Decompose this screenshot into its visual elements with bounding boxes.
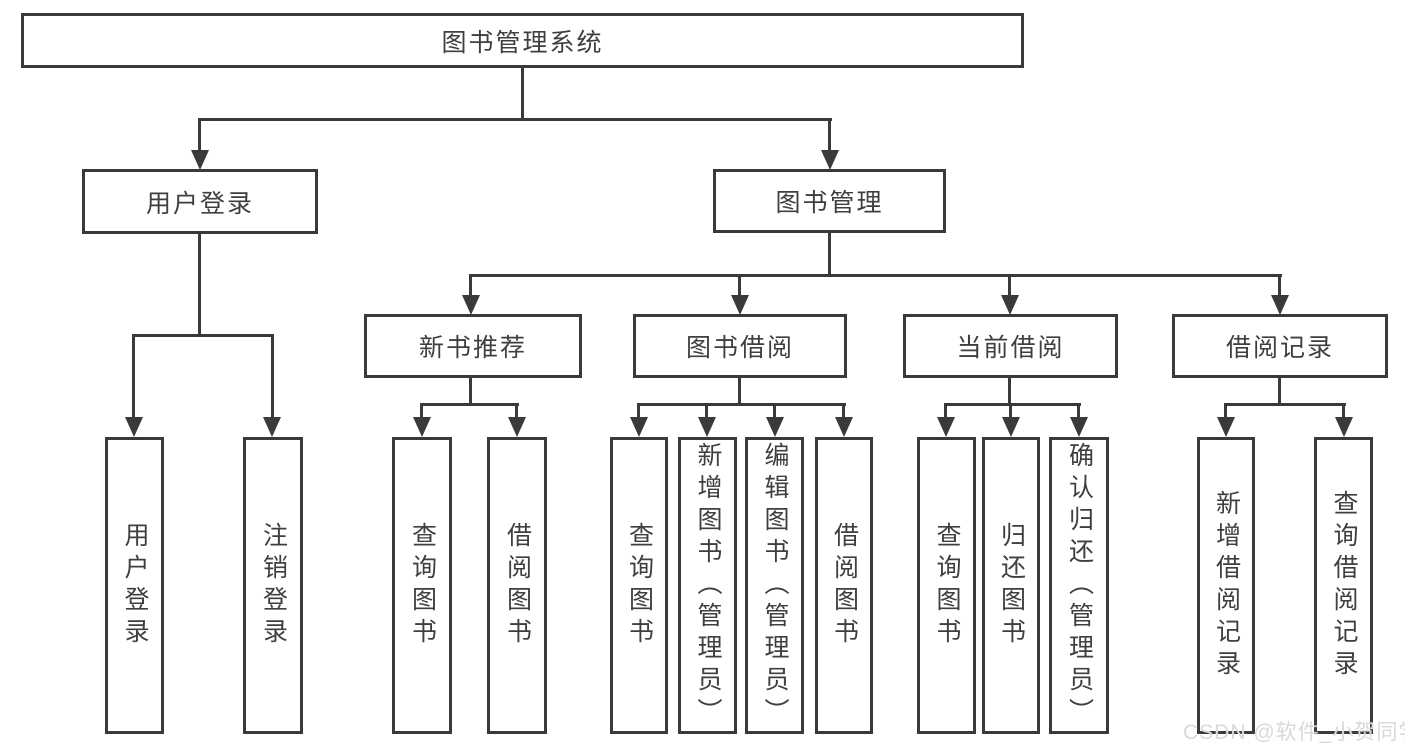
arrow-down-icon (766, 417, 784, 437)
edge-root-bus (198, 118, 832, 121)
node-borrow-record-label: 借阅记录 (1225, 334, 1334, 362)
edge-new-book-rec-bus (420, 403, 519, 406)
arrow-down-icon (1070, 417, 1088, 437)
arrow-down-icon (835, 417, 853, 437)
leaf-cb-return-books-label: 归还图书 (997, 521, 1026, 650)
node-current-borrow-label: 当前借阅 (956, 334, 1065, 362)
arrow-down-icon (191, 150, 209, 170)
leaf-user-login-label: 用户登录 (121, 521, 149, 650)
edge-drop-leaf-user-login (132, 334, 135, 418)
arrow-down-icon (125, 417, 143, 437)
edge-current-borrow-stem (1008, 377, 1011, 405)
leaf-bb-borrow-books: 借阅图书 (815, 437, 873, 734)
leaf-bb-borrow-books-label: 借阅图书 (830, 521, 859, 650)
arrow-down-icon (821, 150, 839, 170)
node-new-book-rec: 新书推荐 (364, 314, 582, 378)
edge-book-borrow-bus (637, 403, 846, 406)
arrow-down-icon (698, 417, 716, 437)
edge-borrow-record-stem (1278, 377, 1281, 405)
edge-book-mgmt-stem (828, 231, 831, 276)
edge-root-stem (521, 68, 524, 120)
arrow-down-icon (508, 417, 526, 437)
node-new-book-rec-label: 新书推荐 (418, 334, 527, 362)
node-book-mgmt-label: 图书管理 (775, 189, 884, 217)
edge-drop-cb-return (1009, 403, 1012, 419)
leaf-br-query-record: 查询借阅记录 (1314, 437, 1373, 734)
leaf-bb-edit-books-admin: 编辑图书（管理员） (745, 437, 804, 734)
edge-drop-br-query (1342, 403, 1345, 419)
leaf-bb-edit-books-admin-label: 编辑图书（管理员） (761, 441, 789, 730)
leaf-logout-label: 注销登录 (259, 521, 288, 650)
edge-new-book-rec-stem (469, 377, 472, 405)
leaf-bb-query-books: 查询图书 (610, 437, 668, 734)
leaf-nb-borrow-books: 借阅图书 (487, 437, 547, 734)
arrow-down-icon (1335, 417, 1353, 437)
arrow-down-icon (413, 417, 431, 437)
leaf-nb-borrow-books-label: 借阅图书 (503, 521, 532, 650)
edge-drop-bb-edit (773, 403, 776, 419)
arrow-down-icon (731, 295, 749, 315)
edge-drop-bb-query (637, 403, 640, 419)
node-root-label: 图书管理系统 (441, 28, 604, 57)
arrow-down-icon (263, 417, 281, 437)
arrow-down-icon (1001, 295, 1019, 315)
arrow-down-icon (1271, 295, 1289, 315)
leaf-bb-query-books-label: 查询图书 (625, 521, 654, 650)
node-root: 图书管理系统 (21, 13, 1024, 68)
arrow-down-icon (1002, 417, 1020, 437)
edge-current-borrow-bus (945, 403, 1081, 406)
edge-drop-bb-add (705, 403, 708, 419)
leaf-br-add-record: 新增借阅记录 (1197, 437, 1255, 734)
leaf-bb-add-books-admin-label: 新增图书（管理员） (694, 441, 722, 730)
leaf-nb-query-books-label: 查询图书 (408, 521, 437, 650)
leaf-cb-query-books: 查询图书 (917, 437, 976, 734)
edge-borrow-record-bus (1224, 403, 1346, 406)
node-current-borrow: 当前借阅 (903, 314, 1118, 378)
edge-drop-cb-confirm (1077, 403, 1080, 419)
leaf-cb-return-books: 归还图书 (982, 437, 1040, 734)
arrow-down-icon (630, 417, 648, 437)
edge-drop-user-login (198, 118, 201, 151)
edge-drop-book-mgmt (828, 118, 831, 151)
node-book-borrow: 图书借阅 (633, 314, 847, 378)
node-borrow-record: 借阅记录 (1172, 314, 1388, 378)
edge-drop-current-borrow (1008, 274, 1011, 297)
edge-book-mgmt-bus (469, 274, 1282, 277)
edge-drop-nb-query (420, 403, 423, 419)
node-book-borrow-label: 图书借阅 (685, 334, 794, 362)
leaf-br-query-record-label: 查询借阅记录 (1330, 489, 1358, 682)
leaf-nb-query-books: 查询图书 (392, 437, 452, 734)
edge-drop-leaf-logout (271, 334, 274, 418)
leaf-user-login: 用户登录 (105, 437, 164, 734)
arrow-down-icon (1217, 417, 1235, 437)
node-user-login-label: 用户登录 (145, 189, 254, 218)
edge-drop-br-add (1224, 403, 1227, 419)
leaf-cb-query-books-label: 查询图书 (933, 521, 961, 650)
arrow-down-icon (937, 417, 955, 437)
leaf-cb-confirm-return-admin-label: 确认归还（管理员） (1065, 441, 1094, 730)
csdn-watermark: CSDN @软件_小贺同学 (1183, 721, 1405, 744)
arrow-down-icon (462, 295, 480, 315)
edge-drop-new-book-rec (469, 274, 472, 297)
edge-user-login-bus (132, 334, 273, 337)
edge-drop-bb-borrow (842, 403, 845, 419)
edge-drop-cb-query (944, 403, 947, 419)
edge-drop-nb-borrow (515, 403, 518, 419)
leaf-br-add-record-label: 新增借阅记录 (1212, 489, 1241, 682)
edge-drop-book-borrow (738, 274, 741, 297)
edge-drop-borrow-record (1278, 274, 1281, 297)
leaf-cb-confirm-return-admin: 确认归还（管理员） (1049, 437, 1109, 734)
node-book-mgmt: 图书管理 (713, 169, 946, 233)
node-user-login: 用户登录 (82, 169, 318, 234)
leaf-bb-add-books-admin: 新增图书（管理员） (678, 437, 737, 734)
leaf-logout: 注销登录 (243, 437, 303, 734)
edge-book-borrow-stem (738, 377, 741, 405)
edge-user-login-stem (198, 233, 201, 336)
